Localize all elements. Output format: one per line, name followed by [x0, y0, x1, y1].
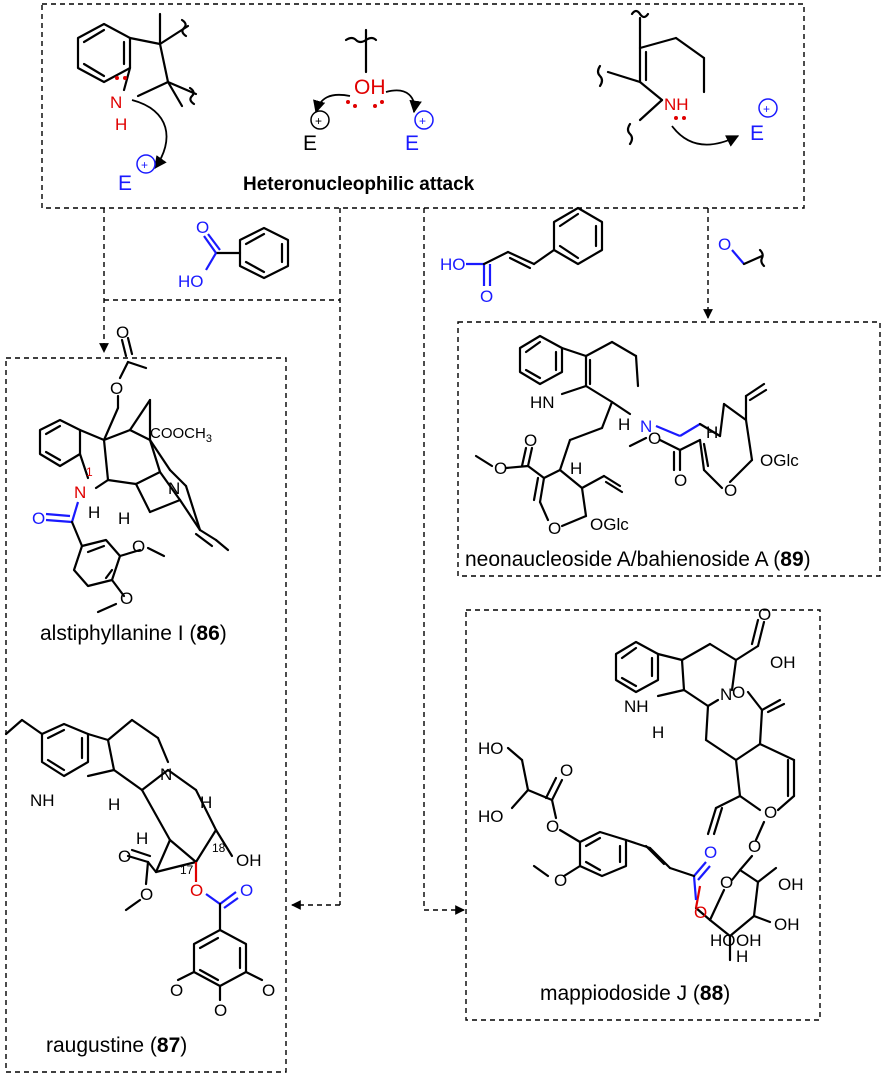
- tetrahydropyridine-fragment: NH + E: [596, 9, 778, 147]
- svg-text:+: +: [419, 114, 426, 128]
- svg-text:OH: OH: [778, 875, 804, 894]
- electrophile-1: E: [118, 172, 132, 195]
- electrophile-4: E: [750, 122, 764, 145]
- svg-text:+: +: [141, 158, 148, 172]
- svg-text:O: O: [32, 509, 45, 528]
- svg-text:O: O: [132, 537, 145, 556]
- svg-text:H: H: [88, 503, 100, 522]
- compound-89-box: [457, 321, 881, 577]
- svg-text:N: N: [720, 685, 732, 704]
- svg-text:O: O: [190, 881, 203, 900]
- svg-text:+: +: [763, 102, 770, 116]
- electrophile-3: E: [405, 132, 419, 155]
- flow-lines: [99, 208, 713, 915]
- svg-text:18: 18: [212, 841, 226, 855]
- svg-text:H: H: [136, 829, 148, 848]
- compound-89-label: neonaucleoside A/bahienoside A (89): [465, 548, 811, 571]
- svg-text:O: O: [732, 683, 745, 702]
- svg-text:O: O: [548, 519, 561, 538]
- svg-text:O: O: [262, 981, 275, 1000]
- hydroxyl-fragment: OH + E + E: [303, 28, 434, 155]
- svg-text:O: O: [694, 903, 707, 922]
- c89-n-label: N: [640, 417, 652, 436]
- cinnamic-acid-reagent: HO O: [440, 206, 604, 306]
- svg-text:O: O: [758, 605, 771, 624]
- svg-text:O: O: [674, 471, 687, 490]
- svg-text:O: O: [720, 873, 733, 892]
- svg-text:OGlc: OGlc: [760, 451, 799, 470]
- aldehyde-reagent: O: [718, 235, 766, 268]
- svg-text:HN: HN: [530, 393, 555, 412]
- svg-text:+: +: [315, 114, 322, 128]
- svg-text:OH: OH: [774, 915, 800, 934]
- svg-text:O: O: [748, 837, 761, 856]
- svg-text:O: O: [240, 881, 253, 900]
- svg-text:O: O: [764, 803, 777, 822]
- compound-88-box: [465, 609, 821, 1021]
- svg-text:1: 1: [86, 465, 93, 479]
- c86-ester: COOCH3: [150, 425, 212, 445]
- compound-88-structure: O OH N NH H O O O OH OH H OH: [478, 605, 804, 966]
- svg-text:OH: OH: [770, 653, 796, 672]
- electrophile-2: E: [303, 132, 317, 155]
- svg-text:HO: HO: [178, 272, 204, 291]
- svg-text:NH: NH: [624, 697, 649, 716]
- svg-text:O: O: [170, 981, 183, 1000]
- svg-text:O: O: [480, 287, 493, 306]
- compound-87-structure: N NH H H H 18 17 OH O O O O: [4, 718, 264, 1002]
- hydroxyl-label: OH: [354, 76, 386, 99]
- svg-text:HO: HO: [478, 807, 504, 826]
- svg-text:O: O: [140, 885, 153, 904]
- svg-text:O: O: [718, 235, 731, 254]
- svg-text:HO: HO: [478, 739, 504, 758]
- svg-text:O: O: [110, 379, 123, 398]
- left-products-box: [5, 357, 287, 1073]
- svg-text:O: O: [494, 459, 507, 478]
- svg-text:O: O: [214, 1001, 227, 1020]
- compound-89-structure: HN H N H OGlc O O O H OGlc O: [474, 334, 799, 538]
- compound-86-label: alstiphyllanine I (86): [40, 622, 227, 645]
- svg-text:O: O: [196, 218, 209, 237]
- compound-88-label: mappiodoside J (88): [540, 982, 730, 1005]
- scheme-title: Heteronucleophilic attack: [243, 174, 475, 195]
- svg-text:OGlc: OGlc: [590, 515, 629, 534]
- svg-text:OH: OH: [236, 851, 262, 870]
- svg-text:O: O: [554, 871, 567, 890]
- amine-label: NH: [664, 95, 689, 114]
- svg-text:N: N: [168, 479, 180, 498]
- compound-86-structure: O O COOCH3 N 1 N H H O O: [32, 323, 230, 614]
- svg-text:O: O: [724, 481, 737, 500]
- svg-text:HO: HO: [440, 255, 466, 274]
- svg-text:H: H: [706, 423, 718, 442]
- svg-text:H: H: [618, 415, 630, 434]
- svg-text:H: H: [200, 793, 212, 812]
- svg-text:NH: NH: [30, 791, 55, 810]
- indoline-nh-label: N: [110, 93, 122, 112]
- svg-text:H: H: [736, 947, 748, 966]
- svg-text:N: N: [160, 765, 172, 784]
- compound-87-label: raugustine (87): [46, 1034, 187, 1057]
- svg-text:OH: OH: [736, 931, 762, 950]
- svg-text:H: H: [118, 509, 130, 528]
- svg-text:O: O: [118, 847, 131, 866]
- svg-text:O: O: [704, 843, 717, 862]
- mechanism-box: [41, 3, 805, 209]
- indoline-h-label: H: [115, 115, 127, 134]
- indoline-fragment: N H E +: [76, 12, 198, 195]
- svg-text:HO: HO: [710, 931, 736, 950]
- svg-text:O: O: [546, 817, 559, 836]
- svg-text:O: O: [524, 431, 537, 450]
- svg-text:O: O: [560, 761, 573, 780]
- svg-text:H: H: [108, 795, 120, 814]
- svg-text:O: O: [116, 323, 129, 342]
- svg-text:O: O: [120, 589, 133, 608]
- svg-text:17: 17: [180, 863, 194, 877]
- benzoic-acid-reagent: O HO: [178, 218, 290, 291]
- svg-text:H: H: [570, 459, 582, 478]
- svg-text:O: O: [648, 429, 661, 448]
- svg-text:H: H: [652, 723, 664, 742]
- c86-n1: N: [74, 483, 86, 502]
